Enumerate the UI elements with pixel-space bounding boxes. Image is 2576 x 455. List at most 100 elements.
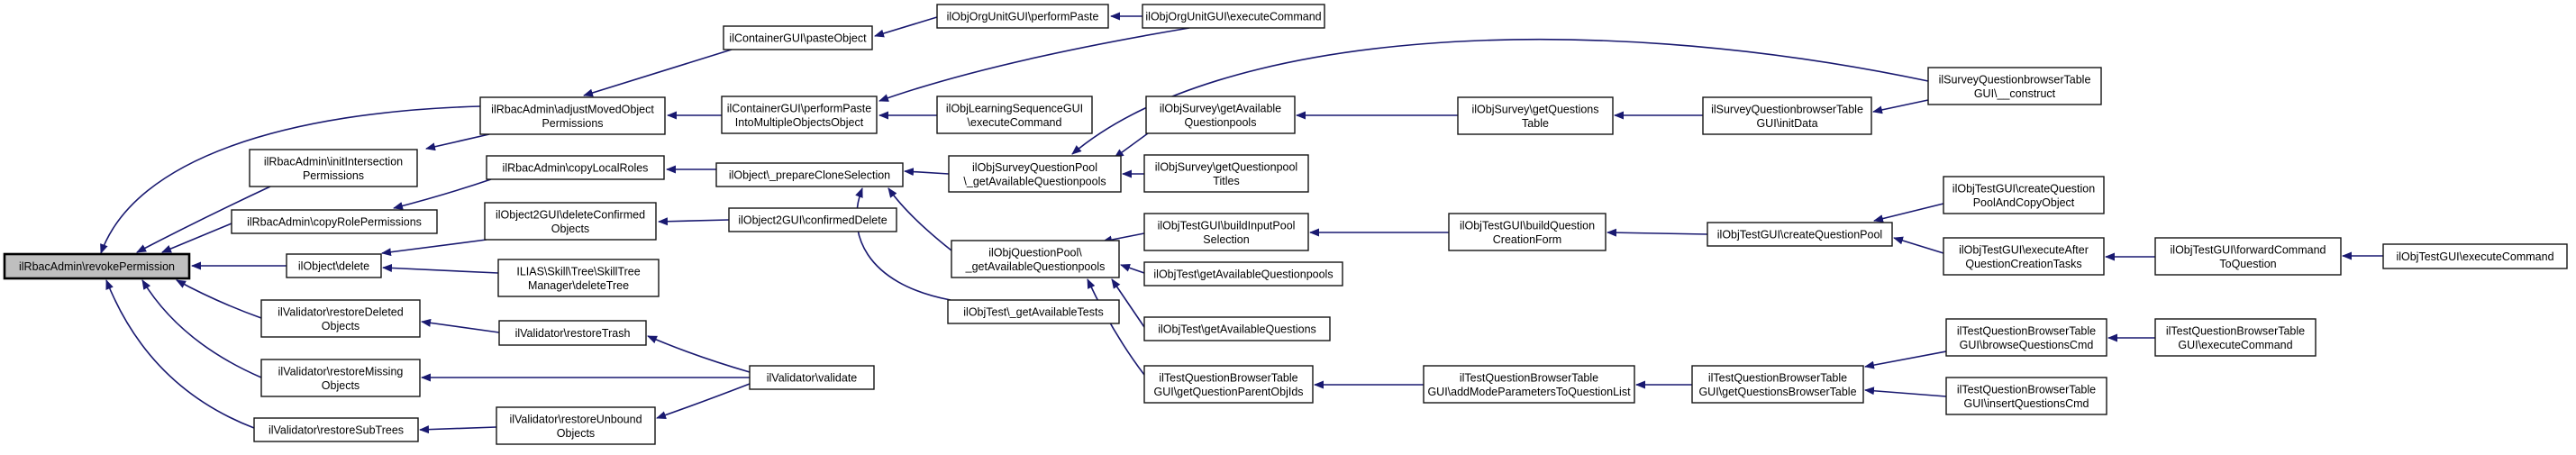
node-confdel-box[interactable] [728, 207, 897, 232]
node-forward-box[interactable] [2154, 237, 2342, 276]
edge-qpcopy-to-createqp [1873, 203, 1944, 223]
node-org-pp-box[interactable] [936, 4, 1109, 29]
node-pasteobj-label: ilContainerGUI\pasteObject [729, 32, 867, 45]
node-createqp[interactable]: ilObjTestGUI\createQuestionPool [1707, 222, 1893, 247]
node-qpcopy-box[interactable] [1943, 176, 2105, 214]
node-pasteobj-box[interactable] [723, 25, 873, 50]
node-tgqp[interactable]: ilObjTest\getAvailableQuestionpools [1143, 261, 1343, 287]
node-del[interactable]: ilObject\delete [286, 253, 382, 278]
node-restrash[interactable]: ilValidator\restoreTrash [498, 320, 647, 346]
node-buildinput-box[interactable] [1143, 213, 1309, 251]
node-pasteobj[interactable]: ilContainerGUI\pasteObject [723, 25, 873, 50]
node-rev-box[interactable] [3, 252, 191, 280]
node-copylocal[interactable]: ilRbacAdmin\copyLocalRoles [486, 155, 665, 180]
node-svy-qtable-box[interactable] [1457, 96, 1614, 135]
node-copyrole[interactable]: ilRbacAdmin\copyRolePermissions [231, 209, 438, 234]
node-delconf-box[interactable] [484, 202, 657, 241]
node-skilltree-box[interactable] [497, 259, 660, 297]
node-validate[interactable]: ilValidator\validate [749, 365, 875, 390]
node-execafter-box[interactable] [1943, 237, 2105, 276]
node-confdel[interactable]: ilObject2GUI\confirmedDelete [728, 207, 897, 232]
node-tgq-box[interactable] [1143, 316, 1331, 341]
node-copyrole-box[interactable] [231, 209, 438, 234]
node-addmode-box[interactable] [1423, 365, 1635, 404]
node-titles-box[interactable] [1143, 154, 1309, 193]
node-objtest-exec[interactable]: ilObjTestGUI\executeCommand [2382, 243, 2568, 269]
node-objtest-exec-box[interactable] [2382, 243, 2568, 269]
edge-validate-to-restrash [647, 335, 751, 373]
node-tgq[interactable]: ilObjTest\getAvailableQuestions [1143, 316, 1331, 341]
node-resunbound-box[interactable] [496, 406, 656, 445]
node-del-box[interactable] [286, 253, 382, 278]
node-init-box[interactable] [249, 149, 418, 187]
node-validate-label: ilValidator\validate [767, 372, 858, 385]
node-org-exec[interactable]: ilObjOrgUnitGUI\executeCommand [1142, 4, 1325, 29]
node-createqp-box[interactable] [1707, 222, 1893, 247]
node-rev-label: ilRbacAdmin\revokePermission [19, 260, 175, 273]
node-resmiss-box[interactable] [260, 359, 421, 397]
node-tests[interactable]: ilObjTest\_getAvailableTests [947, 299, 1120, 324]
node-qparent-box[interactable] [1143, 365, 1314, 404]
node-ppm-box[interactable] [721, 96, 878, 134]
node-rev[interactable]: ilRbacAdmin\revokePermission [3, 252, 191, 280]
node-validate-box[interactable] [749, 365, 875, 390]
node-buildqcf-box[interactable] [1448, 213, 1607, 251]
node-copylocal-box[interactable] [486, 155, 665, 180]
node-org-exec-box[interactable] [1142, 4, 1325, 29]
node-qpool[interactable]: ilObjQuestionPool\_getAvailableQuestionp… [951, 240, 1120, 278]
node-prepclone[interactable]: ilObject\_prepareCloneSelection [715, 162, 904, 187]
node-restrash-label: ilValidator\restoreTrash [515, 327, 631, 340]
node-svyqp[interactable]: ilObjSurveyQuestionPool\_getAvailableQue… [948, 155, 1122, 193]
node-qpool-box[interactable] [951, 240, 1120, 278]
node-tests-box[interactable] [947, 299, 1120, 324]
edge-resmiss-to-rev [141, 279, 262, 378]
node-adj-box[interactable] [479, 96, 666, 135]
node-restrash-box[interactable] [498, 320, 647, 346]
node-insertq-box[interactable] [1945, 377, 2107, 415]
node-initdata-box[interactable] [1702, 96, 1872, 135]
node-lso-exec-box[interactable] [936, 96, 1093, 134]
node-ressub-box[interactable] [253, 417, 419, 442]
node-svyqp-box[interactable] [948, 155, 1122, 193]
node-construct-box[interactable] [1927, 67, 2102, 105]
node-prepclone-box[interactable] [715, 162, 904, 187]
node-ressub[interactable]: ilValidator\restoreSubTrees [253, 417, 419, 442]
node-getqbt-box[interactable] [1691, 365, 1864, 404]
node-resdel-box[interactable] [260, 299, 421, 338]
node-tgqp-box[interactable] [1143, 261, 1343, 287]
node-org-pp[interactable]: ilObjOrgUnitGUI\performPaste [936, 4, 1109, 29]
node-browseq-box[interactable] [1945, 318, 2107, 357]
node-svy-avail-box[interactable] [1145, 96, 1296, 134]
node-lso-exec[interactable]: ilObjLearningSequenceGUI\executeCommand [936, 96, 1093, 134]
node-tqbt-exec-box[interactable] [2154, 318, 2317, 357]
